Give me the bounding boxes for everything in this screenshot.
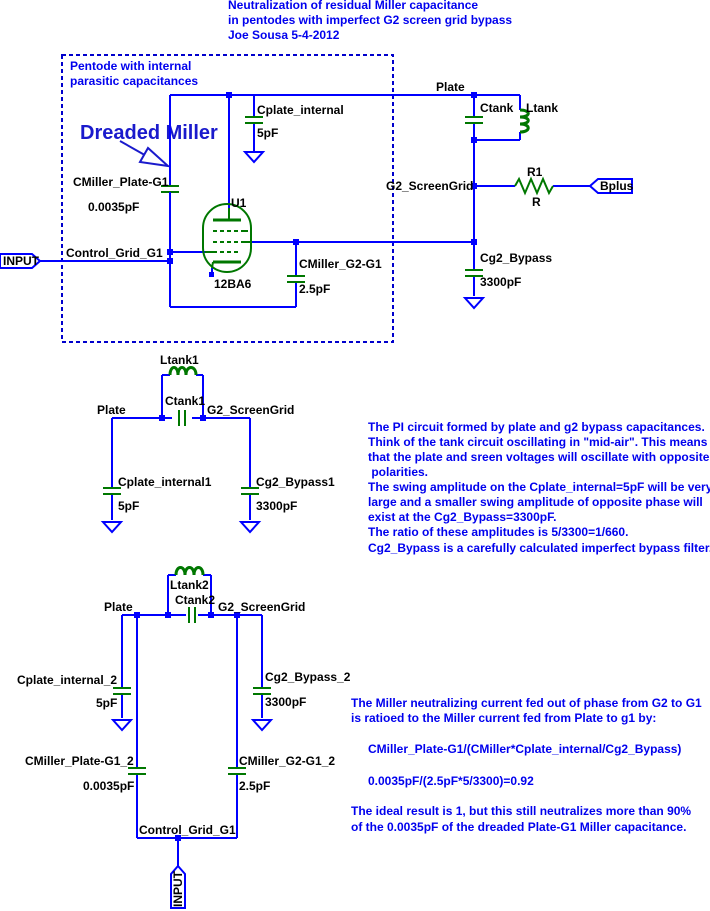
cap-cmiller-plate-g1 xyxy=(161,185,179,198)
pi-circuit-1: Ltank1 Ctank1 Plate G2_ScreenGrid Cplate… xyxy=(97,353,335,534)
main-circuit-wires xyxy=(40,94,590,308)
ground-icon xyxy=(250,719,274,732)
pentode-tube-u1-icon xyxy=(202,203,252,273)
ground-icon xyxy=(242,150,266,164)
label-ctank2: Ctank2 xyxy=(175,593,215,607)
box-label-line-2: parasitic capacitances xyxy=(70,74,198,88)
label-cmiller-plate-g1-2-value: 0.0035pF xyxy=(83,779,134,793)
label-r1: R1 xyxy=(527,165,543,179)
label-cplate-internal-2: Cplate_internal_2 xyxy=(17,673,117,687)
note-1-line-5: The swing amplitude on the Cplate_intern… xyxy=(368,480,710,494)
note-2-line-2: is ratioed to the Miller current fed fro… xyxy=(351,711,656,725)
bplus-port: Bplus xyxy=(588,178,634,194)
label-control-grid: Control_Grid_G1 xyxy=(66,246,163,260)
label-cg2-bypass: Cg2_Bypass xyxy=(480,251,552,265)
label-ltank: Ltank xyxy=(526,101,558,115)
note-2-line-4: of the 0.0035pF of the dreaded Plate-G1 … xyxy=(351,820,686,834)
title-author-date: Joe Sousa 5-4-2012 xyxy=(228,28,340,42)
input-label: INPUT xyxy=(3,254,40,268)
label-cplate-internal1: Cplate_internal1 xyxy=(118,475,212,489)
title-line-2: in pentodes with imperfect G2 screen gri… xyxy=(228,13,512,27)
label-control-grid-2: Control_Grid_G1 xyxy=(139,823,236,837)
note-1-line-6: large and a smaller swing amplitude of o… xyxy=(368,495,703,509)
note-2-line-1: The Miller neutralizing current fed out … xyxy=(351,696,702,710)
bplus-label: Bplus xyxy=(600,179,634,193)
pi-circuit-2: INPUT Ltank2 Ctank2 Plate G2_ScreenGrid … xyxy=(17,566,351,909)
ground-icon xyxy=(238,521,262,534)
note-pi-circuit: The PI circuit formed by plate and g2 by… xyxy=(368,420,710,555)
label-cg2-bypass1-value: 3300pF xyxy=(256,499,297,513)
label-r: R xyxy=(532,195,541,209)
input-port: INPUT xyxy=(0,253,42,269)
note-1-line-7: exist at the Cg2_Bypass=3300pF. xyxy=(368,510,556,524)
cap-ctank xyxy=(465,116,483,124)
main-circuit-labels: Plate Cplate_internal 5pF Ctank Ltank CM… xyxy=(66,80,558,296)
note-1-line-1: The PI circuit formed by plate and g2 by… xyxy=(368,420,705,434)
label-cplate-internal-value: 5pF xyxy=(257,126,278,140)
label-cg2-bypass1: Cg2_Bypass1 xyxy=(256,475,335,489)
resistor-r1-icon xyxy=(514,176,554,196)
title-line-1: Neutralization of residual Miller capaci… xyxy=(228,0,478,12)
label-cmiller-g2-g1-2: CMiller_G2-G1_2 xyxy=(239,754,335,768)
label-cg2-bypass-value: 3300pF xyxy=(480,275,521,289)
note-1-line-3: that the plate and sreen voltages will o… xyxy=(368,450,710,464)
dreaded-miller-arrow-icon xyxy=(119,140,172,168)
title-block: Neutralization of residual Miller capaci… xyxy=(228,0,512,42)
label-plate-2: Plate xyxy=(104,600,133,614)
input-label-vertical: INPUT xyxy=(171,870,185,907)
ground-icon xyxy=(110,719,134,732)
label-ctank: Ctank xyxy=(480,101,514,115)
dreaded-miller-label: Dreaded Miller xyxy=(80,122,218,144)
label-cmiller-g2-g1-2-value: 2.5pF xyxy=(239,779,270,793)
label-g2-screengrid-2: G2_ScreenGrid xyxy=(218,600,305,614)
cap-cmiller-g2-g1 xyxy=(287,275,305,283)
note-1-line-8: The ratio of these amplitudes is 5/3300=… xyxy=(368,525,628,539)
input-port-vertical: INPUT xyxy=(170,864,186,909)
label-plate: Plate xyxy=(436,80,465,94)
note-1-line-2: Think of the tank circuit oscillating in… xyxy=(368,435,708,449)
main-junctions xyxy=(167,92,477,277)
ground-icon xyxy=(462,297,486,310)
cap-cplate-internal xyxy=(245,116,263,124)
inductor-ltank2-icon xyxy=(174,566,205,576)
ground-icon xyxy=(100,521,124,534)
pentode-boundary-box xyxy=(61,54,394,343)
label-cplate-internal-2-value: 5pF xyxy=(96,696,117,710)
note-miller-neutralization: The Miller neutralizing current fed out … xyxy=(351,696,702,834)
label-cg2-bypass-2: Cg2_Bypass_2 xyxy=(265,670,351,684)
box-label-line-1: Pentode with internal xyxy=(70,59,191,73)
label-cplate-internal: Cplate_internal xyxy=(257,103,344,117)
label-ltank2: Ltank2 xyxy=(170,578,209,592)
label-plate-1: Plate xyxy=(97,403,126,417)
label-cmiller-g2-g1-value: 2.5pF xyxy=(299,282,330,296)
note-2-line-3: The ideal result is 1, but this still ne… xyxy=(351,804,691,818)
label-ltank1: Ltank1 xyxy=(160,353,199,367)
inductor-ltank1-icon xyxy=(168,366,198,376)
label-ctank1: Ctank1 xyxy=(165,394,205,408)
label-u1: U1 xyxy=(231,196,247,210)
cap-cg2-bypass xyxy=(465,269,483,277)
label-cplate-internal1-value: 5pF xyxy=(118,499,139,513)
note-1-line-9: Cg2_Bypass is a carefully calculated imp… xyxy=(368,541,710,555)
inductor-ltank-icon xyxy=(519,108,530,134)
label-cg2-bypass-2-value: 3300pF xyxy=(265,695,306,709)
note-1-line-4: polarities. xyxy=(368,465,428,479)
label-g2-screengrid-1: G2_ScreenGrid xyxy=(207,403,294,417)
label-cmiller-plate-g1-value: 0.0035pF xyxy=(88,200,139,214)
label-tube-type: 12BA6 xyxy=(214,277,252,291)
note-2-calculation: 0.0035pF/(2.5pF*5/3300)=0.92 xyxy=(368,774,534,788)
label-cmiller-plate-g1-2: CMiller_Plate-G1_2 xyxy=(25,754,134,768)
label-cmiller-g2-g1: CMiller_G2-G1 xyxy=(299,257,382,271)
label-g2-screengrid: G2_ScreenGrid xyxy=(386,179,473,193)
note-2-formula: CMiller_Plate-G1/(CMiller*Cplate_interna… xyxy=(368,742,681,756)
label-cmiller-plate-g1: CMiller_Plate-G1 xyxy=(73,175,169,189)
